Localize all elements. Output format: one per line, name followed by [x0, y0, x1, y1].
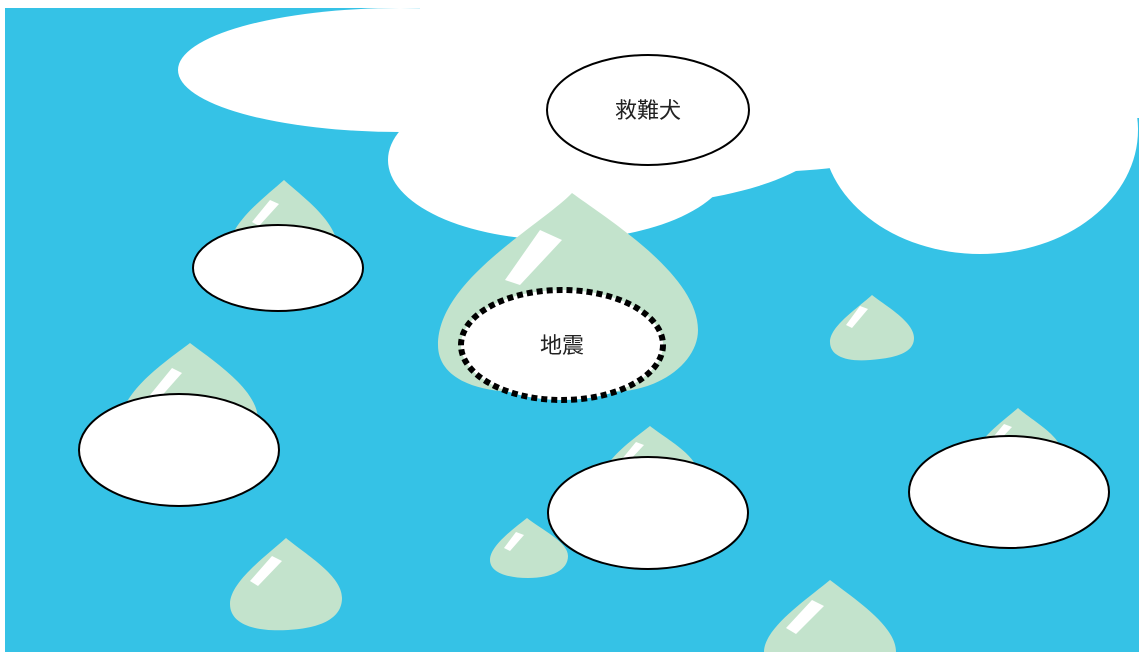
center-label-bubble: 地震	[458, 287, 666, 403]
raindrop-icon	[764, 580, 896, 652]
blank-bubble	[192, 224, 364, 312]
top-label-bubble: 救難犬	[546, 54, 750, 166]
blank-bubble	[78, 393, 280, 507]
top-label-text: 救難犬	[615, 99, 681, 124]
raindrop-icon	[830, 295, 914, 361]
raindrop-icon	[490, 518, 568, 578]
blank-bubble	[547, 456, 749, 570]
center-label-text: 地震	[540, 334, 584, 359]
raindrop-icon	[230, 538, 342, 631]
blank-bubble	[908, 435, 1110, 549]
